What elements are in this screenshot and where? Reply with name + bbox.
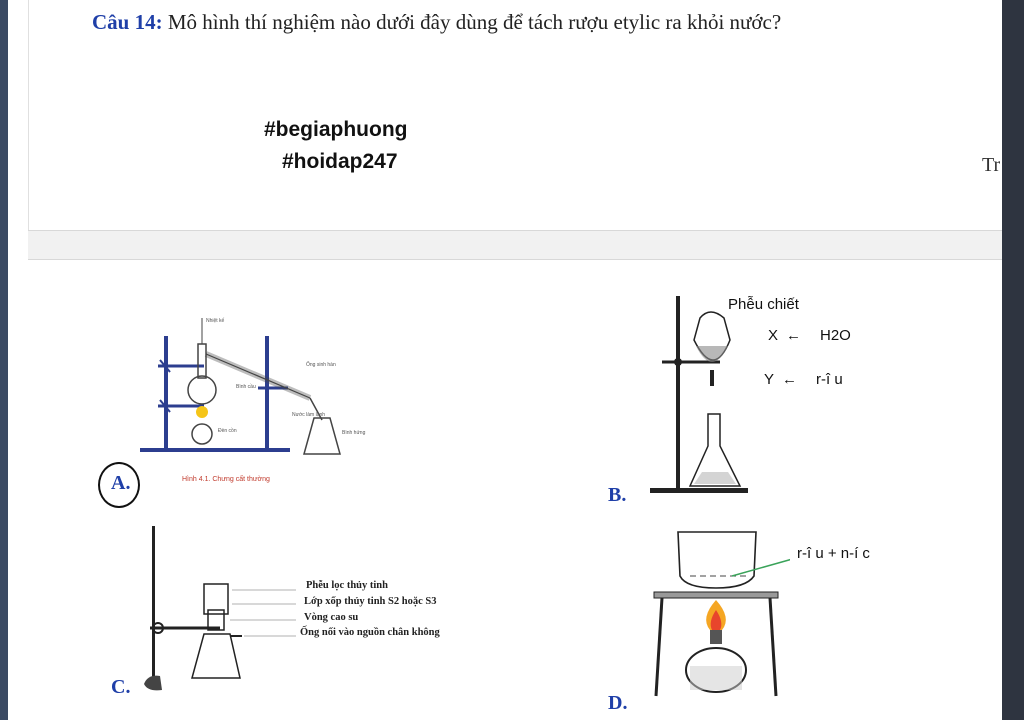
hashtag-hoidap247: #hoidap247: [282, 150, 398, 173]
svg-text:Đèn cồn: Đèn cồn: [218, 428, 237, 434]
layer-y-label: Y: [764, 371, 775, 388]
filter-line-2: Lớp xốp thủy tinh S2 hoặc S3: [304, 596, 437, 607]
svg-text:Bình cầu: Bình cầu: [236, 384, 256, 390]
filter-line-4: Ống nối vào nguồn chân không: [300, 627, 440, 638]
svg-text:Nhiệt kế: Nhiệt kế: [206, 318, 225, 324]
section-divider: [28, 230, 1002, 260]
option-d-label: D.: [608, 692, 628, 714]
arrow-icon: ←: [786, 327, 801, 344]
svg-text:Bình hứng: Bình hứng: [342, 430, 366, 436]
hashtag-begiaphuong: #begiaphuong: [264, 118, 408, 141]
figure-a-caption: Hình 4.1. Chưng cất thường: [182, 476, 270, 483]
mixture-label: r-î u + n-í c: [797, 545, 870, 562]
vacuum-filtration-figure: [144, 526, 296, 691]
arrow-icon: ←: [782, 371, 797, 388]
layer-x-value: H2O: [820, 327, 851, 344]
evaporation-figure: [653, 531, 790, 697]
funnel-label: Phễu chiết: [728, 296, 799, 313]
layer-x-label: X: [768, 327, 779, 344]
question-number: Câu 14:: [92, 10, 163, 34]
window-right-edge: [1002, 0, 1024, 720]
svg-text:Nước làm lạnh: Nước làm lạnh: [292, 412, 325, 418]
page-border: [28, 0, 29, 230]
option-b-label: B.: [608, 484, 627, 506]
separating-funnel-figure: [650, 296, 748, 493]
question-body: Mô hình thí nghiệm nào dưới đây dùng để …: [167, 10, 782, 34]
answer-circle-mark: [98, 462, 140, 508]
svg-text:Ống sinh hàn: Ống sinh hàn: [306, 361, 336, 368]
layer-y-value: r-î u: [816, 371, 843, 388]
cut-off-text: Tr: [982, 154, 1001, 176]
filter-line-1: Phễu lọc thủy tinh: [306, 580, 388, 591]
option-a-label: A.: [111, 472, 131, 494]
question-text: Câu 14: Mô hình thí nghiệm nào dưới đây …: [92, 10, 781, 35]
window-left-edge: [0, 0, 8, 720]
filter-line-3: Vòng cao su: [304, 612, 359, 623]
option-c-label: C.: [111, 676, 131, 698]
distillation-apparatus-figure: Nhiệt kế Ống sinh hàn Bình cầu Nước làm …: [140, 318, 366, 455]
